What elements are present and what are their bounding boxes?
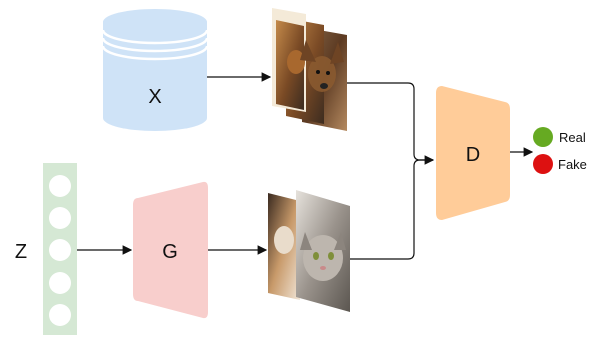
real-image-front [272, 8, 306, 112]
fake-indicator-dot [533, 154, 553, 174]
dataset-cylinder: X [101, 9, 209, 131]
discriminator-label: D [466, 144, 480, 166]
dog-photo-icon [300, 40, 344, 92]
generator-block: G [133, 181, 208, 319]
fake-label: Fake [558, 157, 587, 172]
dataset-label: X [148, 86, 161, 108]
real-image-stack [272, 8, 347, 131]
cat-photo-icon [300, 232, 346, 281]
discriminator-block: D [436, 86, 510, 220]
arrow-fake-to-discriminator [350, 159, 433, 260]
noise-label: Z [15, 241, 27, 263]
real-label: Real [559, 130, 586, 145]
fake-image-back [268, 193, 300, 300]
noise-vector [43, 163, 77, 335]
arrow-real-to-discriminator [347, 82, 435, 165]
real-indicator-dot [533, 127, 553, 147]
generator-label: G [162, 241, 178, 263]
fake-image-stack [268, 190, 350, 312]
